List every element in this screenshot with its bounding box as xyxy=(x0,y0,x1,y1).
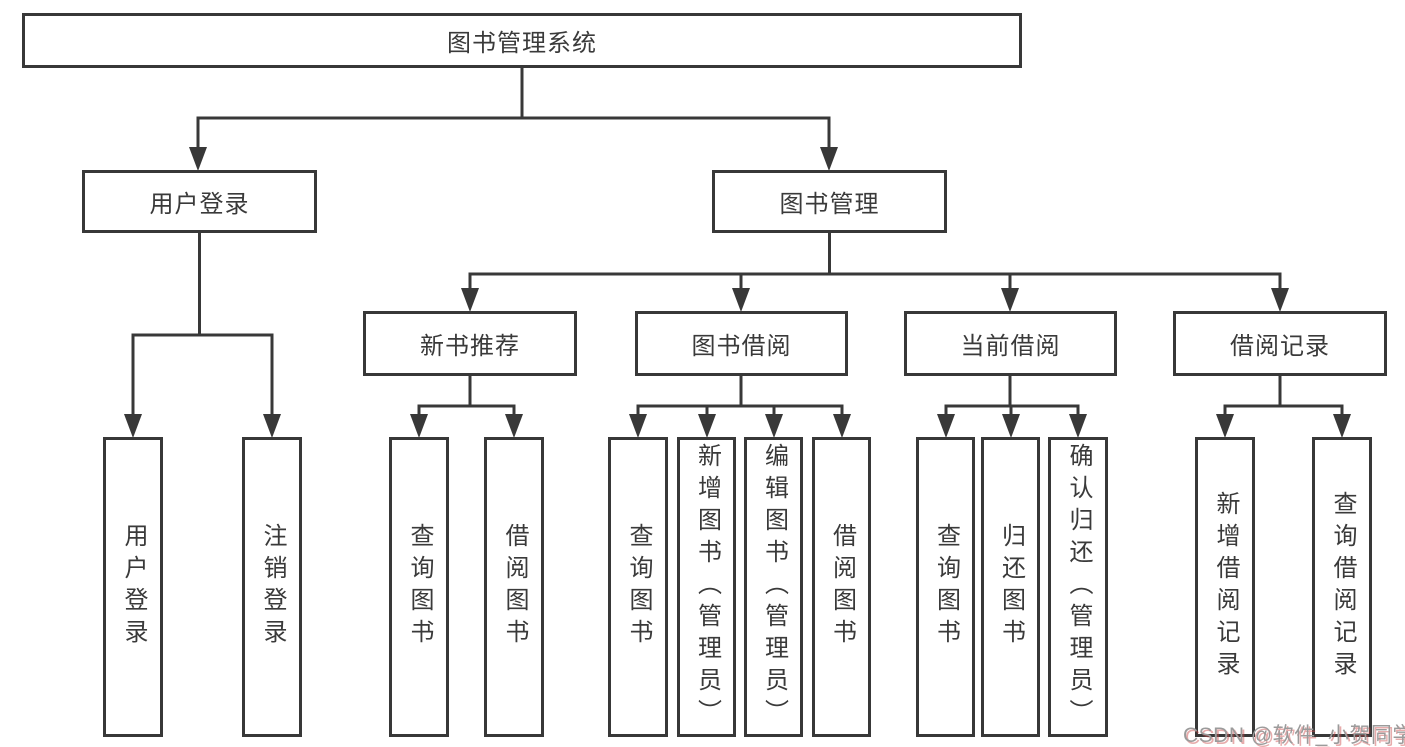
node-borrow-records: 借阅记录 xyxy=(1173,311,1387,376)
node-label: 查询图书 xyxy=(932,523,960,651)
node-label: 编辑图书（管理员） xyxy=(760,443,788,731)
node-label: 查询图书 xyxy=(406,523,433,651)
csdn-watermark: CSDN @软件_小贺同学 xyxy=(1183,724,1405,747)
node-label: 注销登录 xyxy=(259,523,286,651)
node-label: 新增图书（管理员） xyxy=(693,443,721,731)
leaf-borrow-books-recommend: 借阅图书 xyxy=(484,437,544,737)
connector-root-to-level1 xyxy=(189,66,838,171)
leaf-add-books-admin: 新增图书（管理员） xyxy=(677,437,736,737)
node-label: 查询图书 xyxy=(625,523,652,651)
leaf-return-books: 归还图书 xyxy=(981,437,1040,737)
connector-book-borrow-to-leaves xyxy=(629,374,851,438)
node-label: 图书管理 xyxy=(779,191,880,218)
node-label: 图书管理系统 xyxy=(447,30,597,57)
node-label: 归还图书 xyxy=(997,523,1025,651)
node-label: 图书借阅 xyxy=(691,333,792,360)
node-new-book-recommend: 新书推荐 xyxy=(363,311,577,376)
node-root-library-system: 图书管理系统 xyxy=(22,13,1022,68)
connector-borrow-records-to-leaves xyxy=(1216,374,1351,438)
leaf-confirm-return-admin: 确认归还（管理员） xyxy=(1048,437,1108,737)
leaf-query-books-current: 查询图书 xyxy=(916,437,975,737)
connector-current-borrow-to-leaves xyxy=(937,374,1087,438)
leaf-add-borrow-record: 新增借阅记录 xyxy=(1195,437,1255,737)
leaf-borrow-books: 借阅图书 xyxy=(812,437,871,737)
connector-new-book-recommend-to-leaves xyxy=(410,374,523,438)
node-label: 新书推荐 xyxy=(420,333,520,360)
node-label: 新增借阅记录 xyxy=(1212,491,1239,683)
node-label: 借阅记录 xyxy=(1230,333,1330,360)
node-current-borrow: 当前借阅 xyxy=(904,311,1117,376)
node-label: 当前借阅 xyxy=(960,333,1061,360)
node-label: 确认归还（管理员） xyxy=(1065,443,1092,731)
leaf-edit-books-admin: 编辑图书（管理员） xyxy=(744,437,803,737)
node-label: 查询借阅记录 xyxy=(1329,491,1356,683)
leaf-user-login: 用户登录 xyxy=(103,437,163,737)
connector-user-login-to-leaves xyxy=(124,231,281,438)
node-label: 借阅图书 xyxy=(501,523,528,651)
node-user-login: 用户登录 xyxy=(82,170,317,233)
leaf-query-borrow-record: 查询借阅记录 xyxy=(1312,437,1372,737)
connector-book-management-to-level2 xyxy=(461,231,1289,312)
leaf-logout: 注销登录 xyxy=(242,437,302,737)
leaf-query-books-recommend: 查询图书 xyxy=(389,437,449,737)
node-label: 借阅图书 xyxy=(828,523,856,651)
leaf-query-books-borrow: 查询图书 xyxy=(608,437,668,737)
node-label: 用户登录 xyxy=(120,523,147,651)
node-book-management: 图书管理 xyxy=(712,170,947,233)
node-book-borrow: 图书借阅 xyxy=(635,311,848,376)
node-label: 用户登录 xyxy=(149,191,250,218)
